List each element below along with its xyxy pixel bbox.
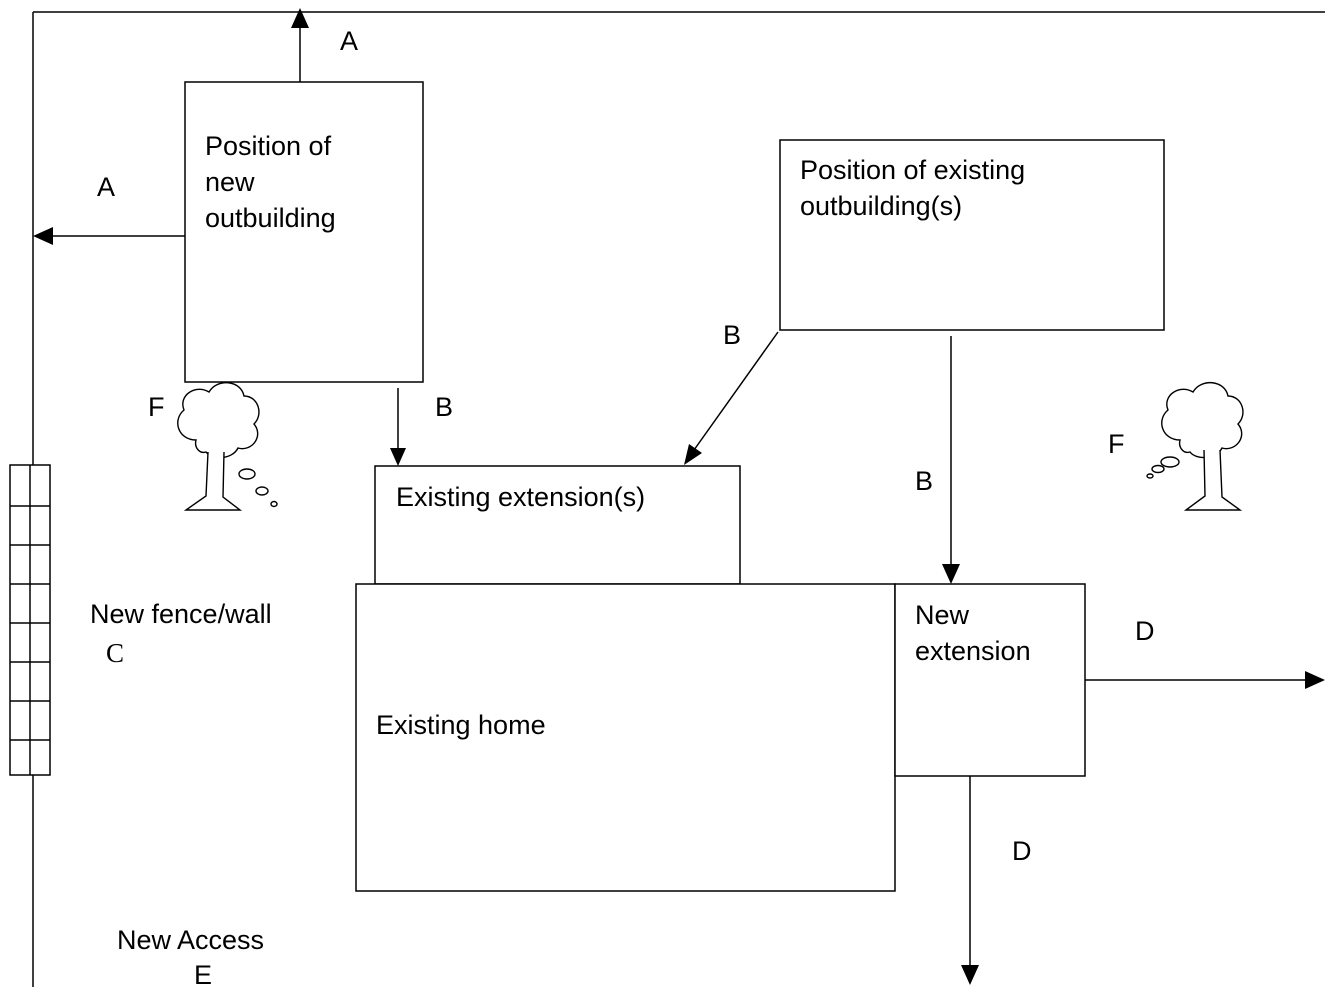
label-a-top: A	[340, 26, 358, 56]
fence-wall-symbol	[9, 464, 51, 776]
arrow-b-diagonal-head	[684, 444, 702, 465]
new-outbuilding-box	[184, 81, 424, 383]
existing-extension-label: Existing extension(s)	[396, 482, 645, 512]
label-new-fence-wall: New fence/wall	[90, 599, 272, 629]
arrow-a-up-head	[291, 8, 309, 28]
label-b-existing-diagonal: B	[723, 320, 741, 350]
new-extension-label-line1: New	[915, 600, 970, 630]
existing-outbuilding-box	[779, 139, 1165, 331]
existing-home-box	[355, 583, 896, 892]
arrow-b-existing-down-head	[942, 564, 960, 584]
label-b-new-outbuilding: B	[435, 392, 453, 422]
new-extension-label-line2: extension	[915, 636, 1031, 666]
new-extension-box	[894, 583, 1086, 777]
label-f-left: F	[148, 392, 165, 422]
existing-outbuilding-label-line1: Position of existing	[800, 155, 1025, 185]
tree-icon-left	[177, 382, 278, 511]
tree-icon-right	[1146, 382, 1244, 511]
label-a-left: A	[97, 172, 115, 202]
arrow-b-new-outbuilding-head	[390, 448, 406, 466]
label-e: E	[194, 960, 212, 987]
label-f-right: F	[1108, 429, 1125, 459]
label-d-right: D	[1135, 616, 1155, 646]
label-b-existing-down: B	[915, 466, 933, 496]
label-c: C	[106, 638, 124, 668]
new-outbuilding-label-line2: new	[205, 167, 255, 197]
label-new-access: New Access	[117, 925, 264, 955]
label-d-down: D	[1012, 836, 1032, 866]
existing-home-label: Existing home	[376, 710, 546, 740]
existing-extension-box	[374, 465, 741, 585]
arrow-a-left-head	[33, 227, 53, 245]
new-outbuilding-label-line1: Position of	[205, 131, 332, 161]
existing-outbuilding-label-line2: outbuilding(s)	[800, 191, 962, 221]
new-outbuilding-label-line3: outbuilding	[205, 203, 336, 233]
arrow-d-down-head	[961, 965, 979, 985]
arrow-d-right-head	[1305, 671, 1325, 689]
arrow-b-diagonal	[693, 331, 779, 451]
